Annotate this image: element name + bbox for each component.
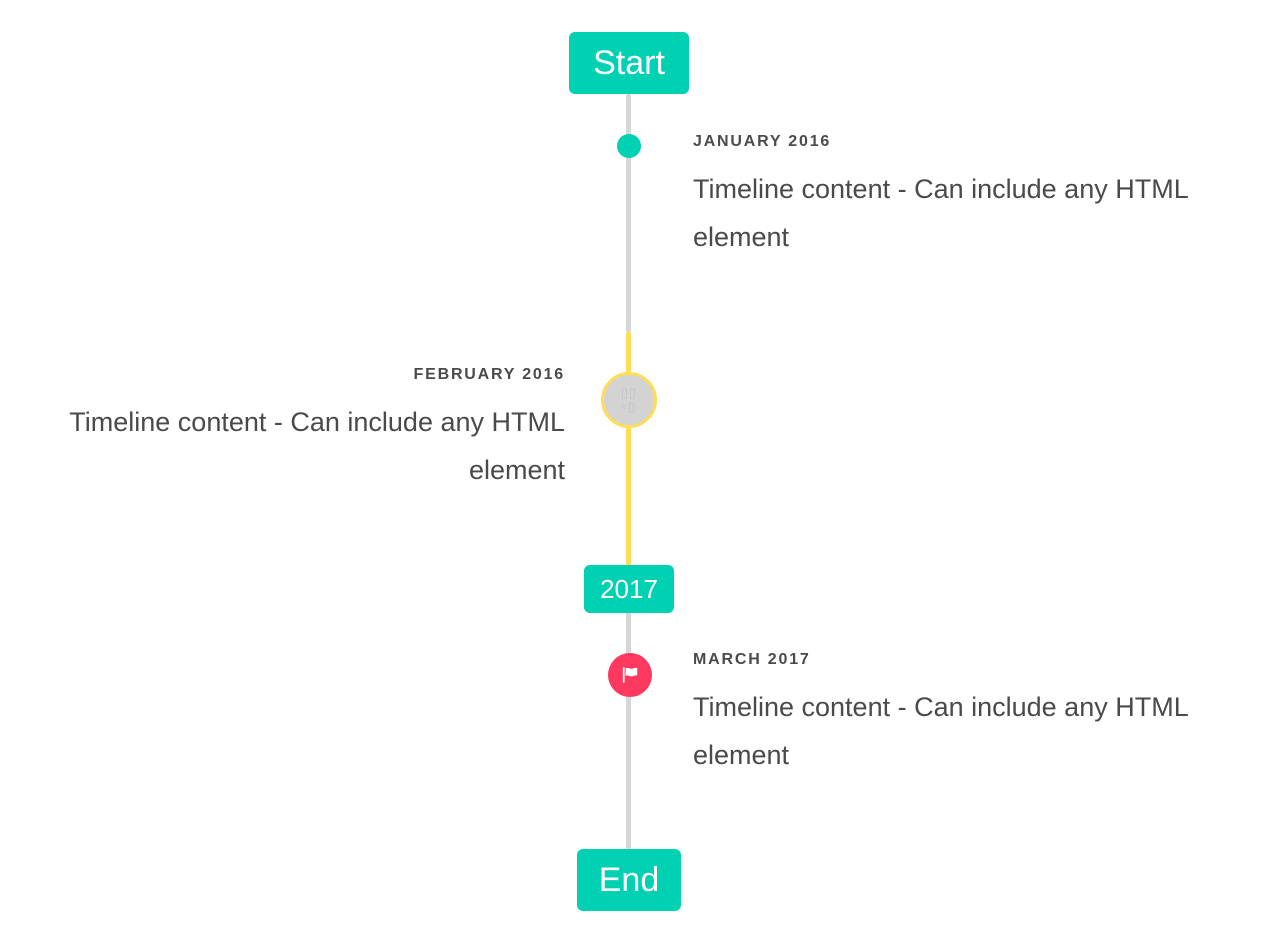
- timeline-footer-end[interactable]: End: [577, 849, 681, 911]
- timeline-item-march-2017: MARCH 2017 Timeline content - Can includ…: [693, 651, 1223, 779]
- timeline-item-body: Timeline content - Can include any HTML …: [693, 174, 1188, 253]
- timeline-rail-segment-bottom: [626, 612, 631, 849]
- timeline-marker-march-2017[interactable]: [608, 653, 652, 697]
- timeline-item-heading: MARCH 2017: [693, 651, 811, 668]
- timeline-item-heading: FEBRUARY 2016: [413, 366, 565, 383]
- timeline-rail-segment-active: [626, 332, 631, 567]
- timeline-marker-february-2016[interactable]: ▯▯▫▯: [601, 372, 657, 428]
- flag-icon: [619, 664, 641, 686]
- timeline-divider-2017[interactable]: 2017: [584, 565, 674, 613]
- timeline-item-body: Timeline content - Can include any HTML …: [69, 407, 565, 486]
- timeline-item-january-2016: JANUARY 2016 Timeline content - Can incl…: [693, 133, 1223, 261]
- timeline-item-february-2016: FEBRUARY 2016 Timeline content - Can inc…: [35, 366, 565, 494]
- timeline-rail-segment-top: [626, 94, 631, 332]
- timeline-item-body: Timeline content - Can include any HTML …: [693, 692, 1188, 771]
- timeline-header-start[interactable]: Start: [569, 32, 689, 94]
- timeline-item-heading: JANUARY 2016: [693, 133, 832, 150]
- placeholder-glyph-icon: ▯▯▫▯: [620, 385, 638, 414]
- timeline-marker-january-2016[interactable]: [617, 134, 641, 158]
